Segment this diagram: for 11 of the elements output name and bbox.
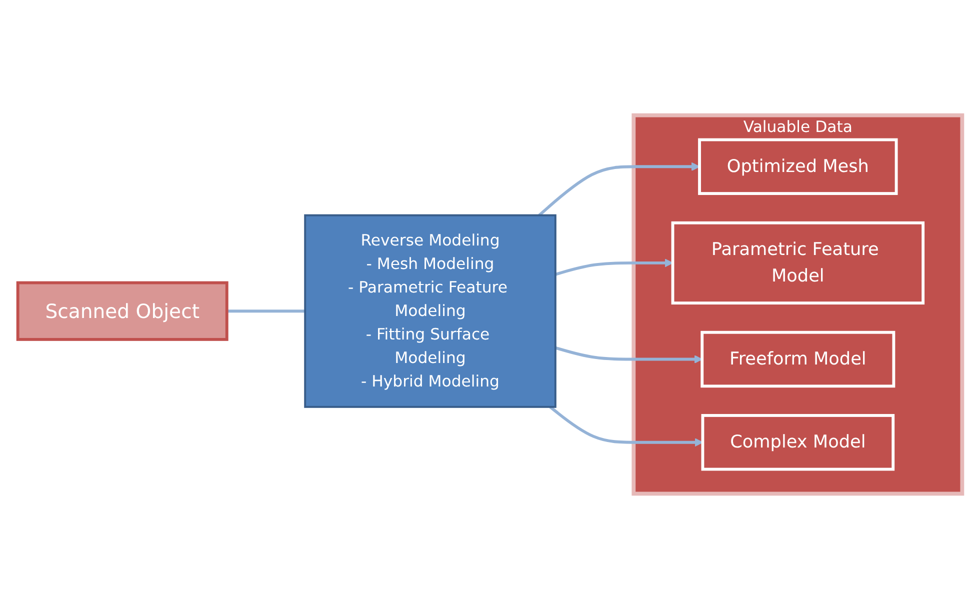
node-box: Complex Model: [700, 414, 894, 471]
node-box: Optimized Mesh: [698, 138, 898, 195]
arrow: [548, 406, 703, 447]
node-box: Scanned Object: [16, 281, 228, 341]
arrow: [538, 162, 700, 216]
node-box: Parametric Feature Model: [670, 221, 924, 304]
node-box: Reverse Modeling - Mesh Modeling - Parametric Feature Modeling - Fitting Surface Modeling - Hybrid Modeling: [304, 214, 556, 408]
node-box: Freeform Model: [700, 330, 895, 388]
arrow: [554, 346, 702, 364]
connector: [226, 310, 305, 313]
arrow: [554, 258, 673, 276]
